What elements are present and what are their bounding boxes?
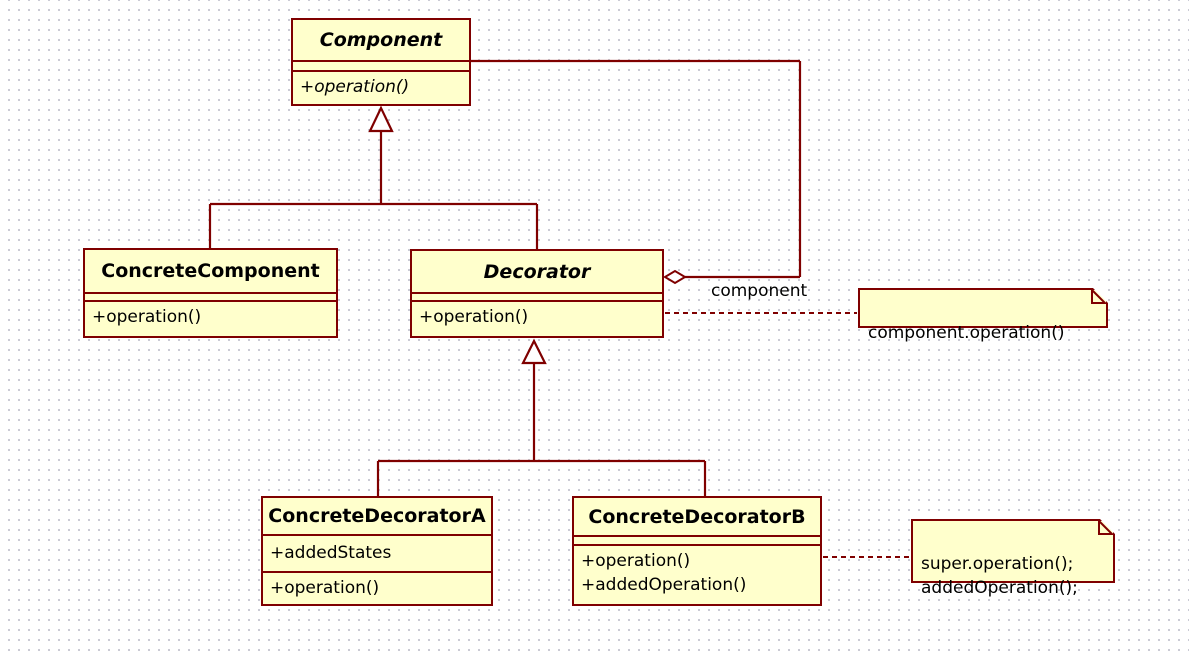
association-role-label-component: component — [711, 281, 808, 301]
aggregation-edge-decorator-component — [471, 59, 802, 279]
note-text-concrete-decorator-b: super.operation(); addedOperation(); — [921, 553, 1078, 599]
class-box-concrete-decorator-b[interactable]: ConcreteDecoratorB +operation() +addedOp… — [572, 496, 822, 606]
class-title-concrete-component: ConcreteComponent — [101, 260, 320, 282]
note-component-operation[interactable]: component.operation() — [858, 288, 1108, 343]
generalization-arrowhead-decorator — [521, 338, 547, 365]
generalization-arrowhead-component — [368, 105, 394, 133]
class-spacer-concrete-decorator-b — [574, 535, 820, 544]
class-box-concrete-component[interactable]: ConcreteComponent +operation() — [83, 248, 338, 338]
class-operations-concrete-decorator-a: +operation() — [263, 571, 491, 604]
note-fold-corner-icon-2 — [1100, 519, 1115, 534]
class-title-component: Component — [319, 29, 443, 51]
class-spacer-component — [293, 60, 469, 70]
class-operations-concrete-decorator-b: +operation() +addedOperation() — [574, 544, 820, 604]
class-title-concrete-decorator-a: ConcreteDecoratorA — [268, 505, 486, 527]
class-attributes-concrete-decorator-a: +addedStates — [263, 534, 491, 571]
aggregation-diamond — [663, 269, 687, 285]
class-spacer-decorator — [412, 292, 662, 300]
generalization-edge-top — [208, 123, 539, 249]
class-title-concrete-decorator-b: ConcreteDecoratorB — [588, 505, 806, 528]
class-operations-concrete-component: +operation() — [85, 300, 336, 336]
note-fold-corner-icon — [1093, 288, 1108, 303]
class-operations-component: +operation() — [293, 70, 469, 104]
class-spacer-concrete-component — [85, 292, 336, 300]
note-concrete-decorator-b-operations[interactable]: super.operation(); addedOperation(); — [911, 519, 1115, 598]
class-operations-decorator: +operation() — [412, 300, 662, 336]
note-text-component-operation: component.operation() — [868, 322, 1065, 343]
class-box-component[interactable]: Component +operation() — [291, 18, 471, 106]
class-box-decorator[interactable]: Decorator +operation() — [410, 249, 664, 338]
class-box-concrete-decorator-a[interactable]: ConcreteDecoratorA +addedStates +operati… — [261, 496, 493, 606]
class-title-decorator: Decorator — [483, 260, 591, 283]
generalization-edge-bottom — [376, 362, 707, 496]
